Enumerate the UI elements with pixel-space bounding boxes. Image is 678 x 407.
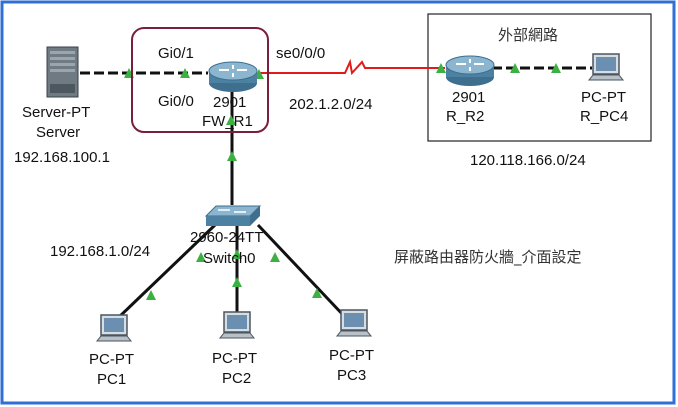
port-status-markers [124, 63, 561, 300]
pc1-type-label: PC-PT [89, 351, 134, 368]
fw-port-se-label: se0/0/0 [276, 45, 325, 62]
pc1-name-label: PC1 [97, 371, 126, 388]
fw-port-gi00-label: Gi0/0 [158, 93, 194, 110]
pc2-type-label: PC-PT [212, 350, 257, 367]
link-serial-wan [258, 58, 445, 76]
remote-pc-icon[interactable] [587, 53, 625, 81]
port-up-icon [226, 115, 236, 125]
pc2-name-label: PC2 [222, 370, 251, 387]
switch-icon[interactable] [204, 205, 262, 226]
remote-router-model-label: 2901 [452, 89, 485, 106]
port-up-icon [196, 252, 206, 262]
fw-router-highlight-box [131, 27, 269, 133]
pc3-name-label: PC3 [337, 367, 366, 384]
port-up-icon [232, 249, 242, 259]
port-up-icon [551, 63, 561, 73]
wan-network-label: 202.1.2.0/24 [289, 96, 372, 113]
pc2-icon[interactable] [218, 311, 256, 339]
pc1-icon[interactable] [95, 314, 133, 342]
port-up-icon [146, 290, 156, 300]
remote-pc-name-label: R_PC4 [580, 108, 628, 125]
fw-port-gi01-label: Gi0/1 [158, 45, 194, 62]
port-up-icon [510, 63, 520, 73]
remote-network-box [427, 13, 652, 142]
lan-network-label: 192.168.1.0/24 [50, 243, 150, 260]
port-up-icon [312, 288, 322, 298]
port-up-icon [227, 151, 237, 161]
fw-router-model-label: 2901 [213, 94, 246, 111]
remote-router-name-label: R_R2 [446, 108, 484, 125]
server-icon[interactable] [46, 46, 79, 98]
fw-router-hostname-label: FW_R1 [202, 113, 253, 130]
port-up-icon [180, 68, 190, 78]
switch-name-label: Switch0 [203, 250, 256, 267]
remote-pc-type-label: PC-PT [581, 89, 626, 106]
server-ip-label: 192.168.100.1 [14, 149, 110, 166]
pc3-type-label: PC-PT [329, 347, 374, 364]
server-type-label: Server-PT [22, 104, 90, 121]
remote-network-label: 120.118.166.0/24 [470, 152, 586, 169]
link-switch-pc1 [116, 223, 217, 320]
fw-router-icon[interactable] [208, 61, 258, 92]
remote-router-icon[interactable] [445, 55, 495, 86]
switch-model-label: 2960-24TT [190, 229, 263, 246]
pc3-icon[interactable] [335, 309, 373, 337]
diagram-caption: 屏蔽路由器防火牆_介面設定 [394, 248, 582, 267]
link-switch-pc3 [256, 223, 348, 320]
remote-network-title: 外部網路 [498, 26, 558, 44]
port-up-icon [436, 63, 446, 73]
server-name-label: Server [36, 124, 80, 141]
port-up-icon [232, 277, 242, 287]
port-up-icon [270, 252, 280, 262]
